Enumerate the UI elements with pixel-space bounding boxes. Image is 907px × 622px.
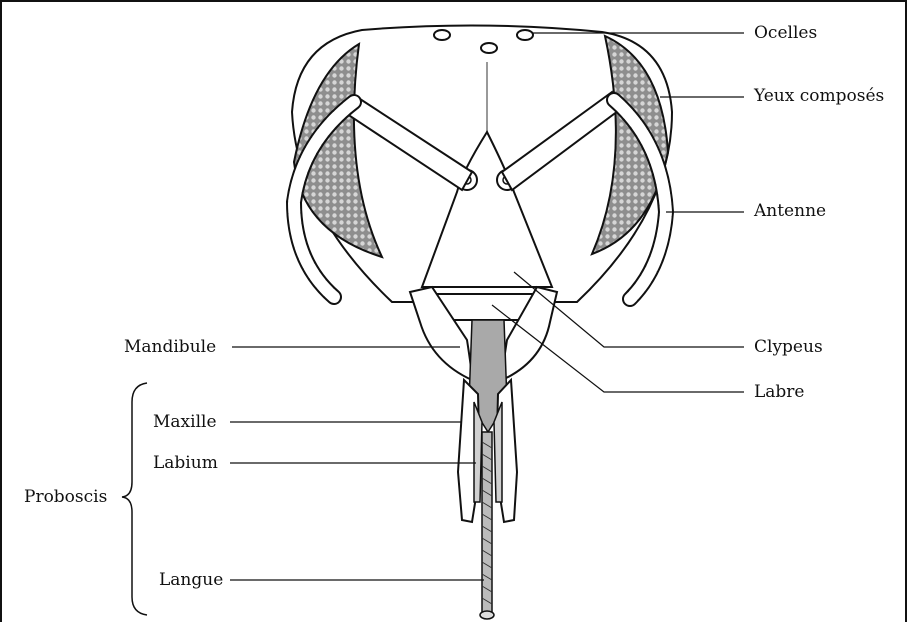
proboscis-brace: [122, 383, 147, 615]
labium-palp-right: [494, 402, 502, 502]
label-labium: Labium: [153, 455, 218, 472]
label-mandibule: Mandibule: [124, 339, 216, 356]
label-ocelles: Ocelles: [754, 25, 817, 42]
label-labre: Labre: [754, 384, 805, 401]
label-clypeus: Clypeus: [754, 339, 823, 356]
label-antenne: Antenne: [754, 203, 826, 220]
label-maxille: Maxille: [153, 414, 217, 431]
label-yeux-composes: Yeux composés: [754, 88, 884, 105]
label-langue: Langue: [159, 572, 223, 589]
ocellus-left: [434, 30, 450, 40]
ocellus-center: [481, 43, 497, 53]
ocellus-right: [517, 30, 533, 40]
labium-palp-left: [474, 402, 482, 502]
label-proboscis: Proboscis: [24, 489, 107, 506]
